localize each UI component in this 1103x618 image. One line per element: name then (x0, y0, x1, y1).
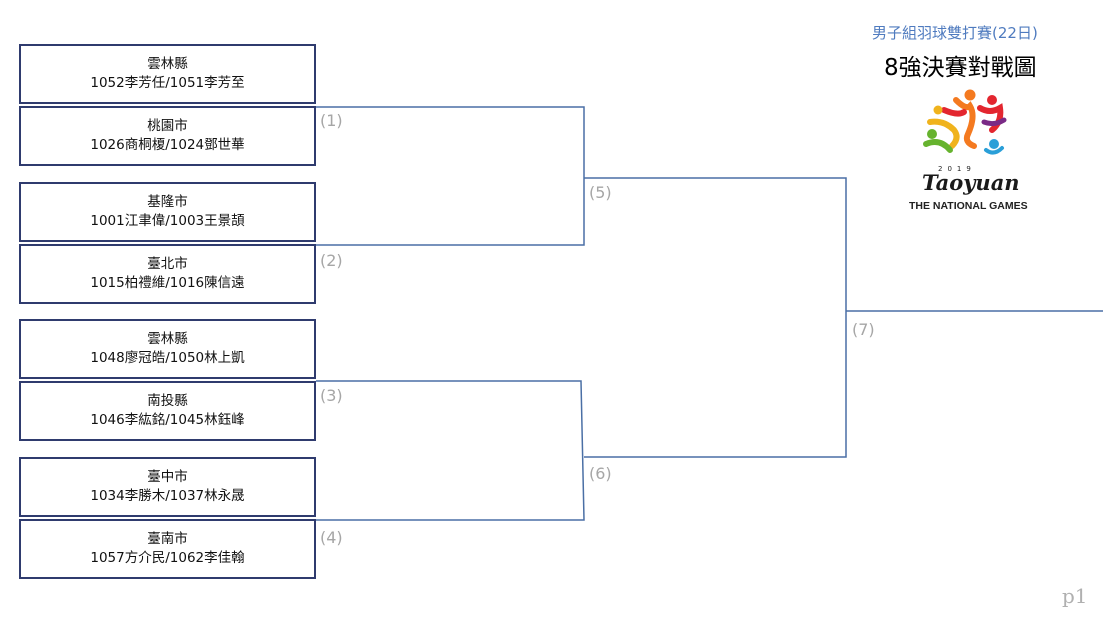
team-players: 1034李勝木/1037林永晟 (90, 488, 245, 504)
team-box: 雲林縣 1052李芳任/1051李芳至 (19, 44, 316, 104)
match-label-6: (6) (589, 464, 612, 483)
team-box: 臺南市 1057方介民/1062李佳翰 (19, 519, 316, 579)
team-city: 臺北市 (147, 256, 188, 272)
team-box: 基隆市 1001江聿偉/1003王景頡 (19, 182, 316, 242)
match-label-7: (7) (852, 320, 875, 339)
bracket-line-match-1 (316, 106, 585, 246)
team-city: 雲林縣 (147, 331, 188, 347)
logo-caption: THE NATIONAL GAMES (909, 200, 1028, 212)
team-city: 臺南市 (147, 531, 188, 547)
team-players: 1046李紘銘/1045林鈺峰 (90, 412, 245, 428)
team-players: 1052李芳任/1051李芳至 (90, 75, 245, 91)
bracket-line-match-5 (584, 177, 847, 458)
team-city: 臺中市 (147, 469, 188, 485)
team-box: 雲林縣 1048廖冠皓/1050林上凱 (19, 319, 316, 379)
team-box: 桃園市 1026商桐榎/1024鄧世華 (19, 106, 316, 166)
team-box: 南投縣 1046李紘銘/1045林鈺峰 (19, 381, 316, 441)
page-number: p1 (1062, 584, 1088, 608)
match-label-2: (2) (320, 251, 343, 270)
team-players: 1026商桐榎/1024鄧世華 (90, 137, 245, 153)
team-box: 臺北市 1015柏禮維/1016陳信遠 (19, 244, 316, 304)
match-label-1: (1) (320, 111, 343, 130)
team-players: 1048廖冠皓/1050林上凱 (90, 350, 245, 366)
bracket-title: 8強決賽對戰圖 (884, 55, 1037, 81)
team-players: 1057方介民/1062李佳翰 (90, 550, 245, 566)
team-box: 臺中市 1034李勝木/1037林永晟 (19, 457, 316, 517)
logo-year: 2019 (938, 165, 976, 173)
team-players: 1015柏禮維/1016陳信遠 (90, 275, 245, 291)
team-city: 基隆市 (147, 194, 188, 210)
team-city: 雲林縣 (147, 56, 188, 72)
match-label-4: (4) (320, 528, 343, 547)
team-city: 桃園市 (147, 118, 188, 134)
logo-wordmark: Taoyuan (922, 170, 1020, 195)
match-label-3: (3) (320, 386, 343, 405)
figures-emblem-icon (923, 89, 1007, 155)
taoyuan-national-games-logo: 2019 Taoyuan THE NATIONAL GAMES (904, 86, 1034, 214)
team-players: 1001江聿偉/1003王景頡 (90, 213, 245, 229)
event-subtitle: 男子組羽球雙打賽(22日) (872, 24, 1038, 42)
bracket-line-match-2 (316, 380, 585, 521)
team-city: 南投縣 (147, 393, 188, 409)
match-label-5: (5) (589, 183, 612, 202)
